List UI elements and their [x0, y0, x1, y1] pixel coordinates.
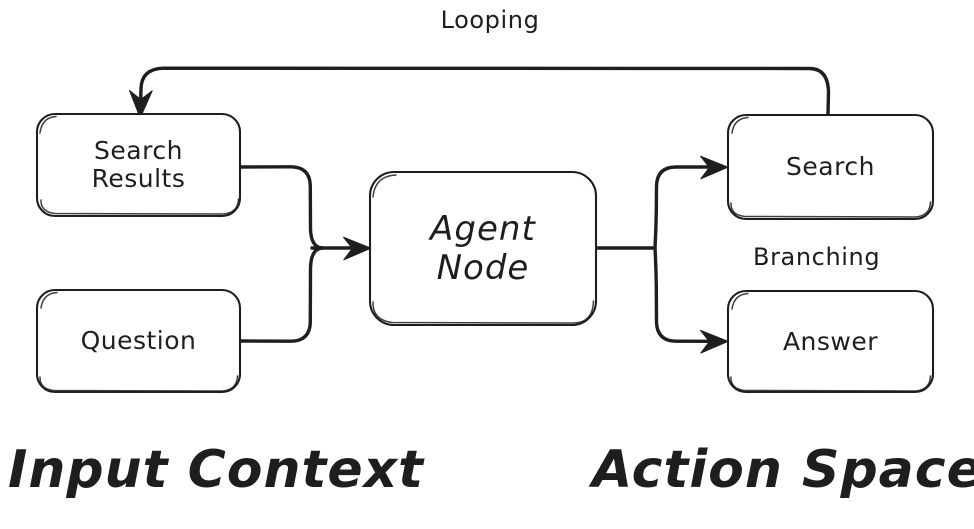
edge-merge-to-agent-arrow: [310, 236, 372, 261]
edge-question-to-agent: [239, 246, 324, 343]
input-context-group-label: Input Context: [8, 440, 424, 500]
action-space-group-label: Action Space: [592, 440, 974, 500]
looping-edge-label: Looping: [440, 6, 540, 34]
search-results-node[interactable]: [37, 114, 240, 216]
question-node[interactable]: [37, 290, 240, 392]
edge-split-to-answer: [653, 246, 729, 354]
agent-node[interactable]: [370, 172, 596, 325]
search-results-box: [35, 112, 242, 218]
edge-search-results-to-agent: [239, 165, 324, 250]
search-node[interactable]: [728, 115, 933, 219]
question-box: [35, 288, 242, 394]
answer-box: [726, 289, 935, 394]
edge-split-to-search: [653, 155, 729, 250]
search-box: [726, 113, 935, 221]
answer-node[interactable]: [728, 291, 933, 392]
edge-looping: [129, 66, 831, 119]
agent-node-box: [368, 170, 598, 327]
branching-edge-label: Branching: [753, 243, 881, 271]
